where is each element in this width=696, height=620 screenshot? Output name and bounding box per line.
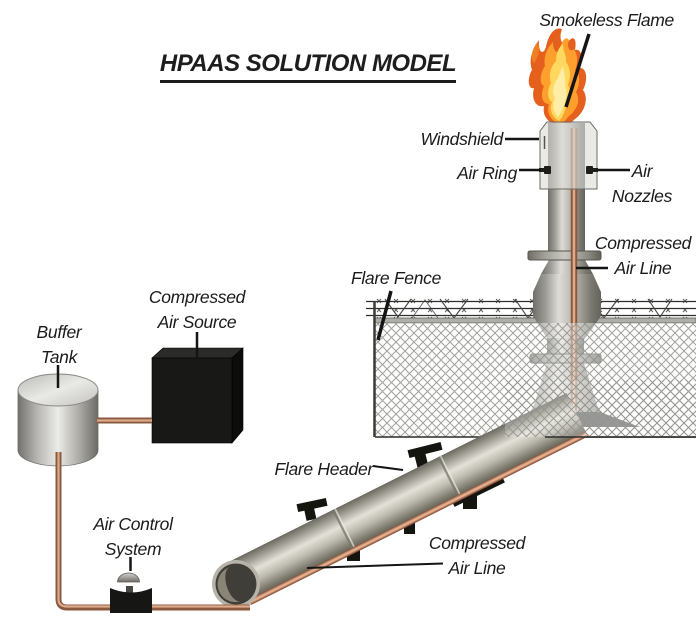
copper-air-lines xyxy=(55,417,250,611)
air-nozzle-right xyxy=(586,166,598,174)
label-air-control-system: Air Control System xyxy=(93,514,173,559)
label-compressed-air-line-top: Compressed Air Line xyxy=(594,233,692,278)
label-compressed-air-line-bottom: Compressed Air Line xyxy=(428,533,526,578)
flare-header-pipe xyxy=(223,393,589,606)
windshield-graphic xyxy=(539,121,598,190)
flame-graphic xyxy=(528,28,587,127)
air-nozzle-left xyxy=(539,166,551,174)
diagram-title: HPAAS SOLUTION MODEL xyxy=(158,50,458,83)
label-air-ring: Air Ring xyxy=(457,163,517,183)
stack-flange-upper xyxy=(527,250,602,261)
pointer-lines xyxy=(56,33,630,571)
label-air-nozzles: Air Nozzles xyxy=(611,161,673,206)
pointer-smokeless-flame xyxy=(564,33,591,108)
label-buffer-tank: Buffer Tank xyxy=(36,322,82,367)
pointer-flare-fence xyxy=(376,290,393,341)
buffer-tank-graphic xyxy=(17,373,99,467)
air-control-valve xyxy=(110,572,152,613)
label-flare-fence: Flare Fence xyxy=(350,268,442,288)
label-smokeless-flame: Smokeless Flame xyxy=(539,10,674,30)
flare-header-open-end xyxy=(212,560,260,608)
pointer-flare-header xyxy=(372,465,404,471)
label-flare-header: Flare Header xyxy=(274,459,373,479)
compressed-air-source-graphic xyxy=(151,347,244,444)
fence-barbed-wire xyxy=(364,297,696,324)
copper-line-along-header xyxy=(248,431,589,606)
fence-mesh-over-elbow xyxy=(505,380,696,438)
label-windshield: Windshield xyxy=(420,129,504,149)
label-compressed-air-source: Compressed Air Source xyxy=(148,287,246,332)
pointer-compressed-air-line-bottom xyxy=(306,562,444,569)
valve-dome xyxy=(117,572,140,583)
